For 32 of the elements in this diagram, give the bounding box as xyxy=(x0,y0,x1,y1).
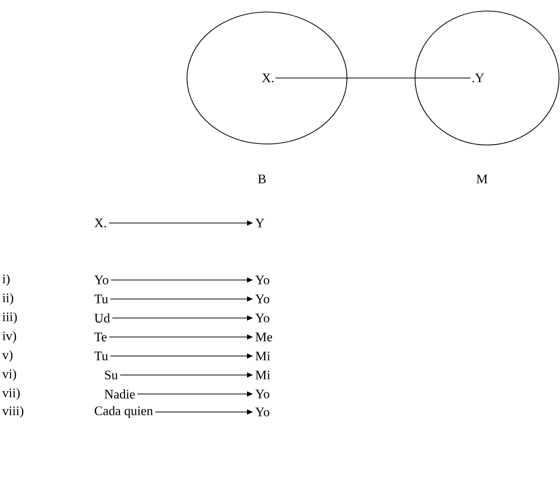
item-number: iv) xyxy=(2,331,16,343)
word: X. xyxy=(94,218,106,228)
word: Ud xyxy=(94,313,110,323)
item-number: ii) xyxy=(2,293,14,305)
circle-label: B xyxy=(258,174,266,184)
word: Cada quien xyxy=(94,406,153,418)
word: Yo xyxy=(94,276,108,284)
word: Yo xyxy=(255,314,270,322)
word: Tu xyxy=(94,352,108,360)
word: Yo xyxy=(255,390,270,398)
word: Y xyxy=(255,218,264,228)
word: Nadie xyxy=(104,389,135,399)
circle-label: M xyxy=(476,174,488,184)
point-label: .Y xyxy=(472,74,484,82)
word: Me xyxy=(256,332,272,342)
item-number: i) xyxy=(2,274,10,286)
word: Yo xyxy=(255,408,270,416)
item-number: iii) xyxy=(2,312,17,324)
word: Te xyxy=(94,332,107,342)
item-number: viii) xyxy=(2,406,24,418)
word: Yo xyxy=(255,294,270,304)
word: Tu xyxy=(94,294,108,304)
point-label: X. xyxy=(262,74,274,82)
item-number: vii) xyxy=(2,388,20,400)
item-number: vi) xyxy=(2,369,16,381)
word: Mi xyxy=(256,370,270,380)
word: Mi xyxy=(256,352,270,360)
word: Yo xyxy=(255,276,270,284)
item-number: v) xyxy=(2,350,12,362)
circle xyxy=(186,12,348,144)
word: Su xyxy=(105,370,118,380)
circle xyxy=(414,10,560,146)
